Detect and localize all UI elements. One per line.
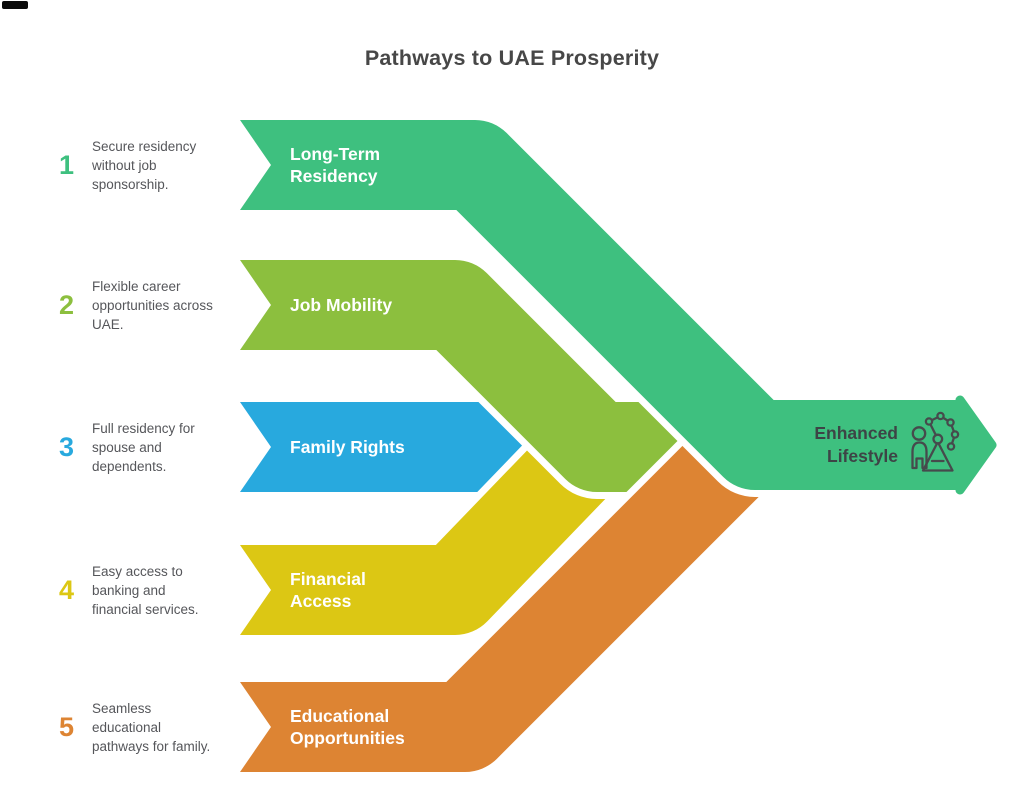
band-2-notch <box>240 260 296 350</box>
person-ferris-wheel-icon <box>911 411 960 472</box>
item-number-4: 4 <box>58 575 74 605</box>
wheel-pod <box>946 418 955 427</box>
final-arrow-tip <box>955 395 997 495</box>
band-label-2: Job Mobility <box>290 295 393 315</box>
band-4-ribbon <box>292 418 623 635</box>
band-1-ribbon <box>292 120 960 490</box>
wheel-pod <box>950 430 960 439</box>
band-label-1: Long-Term Residency <box>290 144 381 186</box>
outcome-label: Enhanced Lifestyle <box>814 423 898 466</box>
item-number-2: 2 <box>58 290 74 320</box>
person-head <box>911 426 927 441</box>
wheel-frame <box>921 440 954 472</box>
item-description-5: Seamless educational pathways for family… <box>92 701 211 754</box>
band-5-notch <box>240 682 296 772</box>
wheel-hub <box>932 433 944 445</box>
wheel-pod <box>946 442 956 451</box>
person-body <box>911 441 928 470</box>
band-label-5: Educational Opportunities <box>290 706 405 748</box>
item-description-1: Secure residency without job sponsorship… <box>92 139 197 192</box>
band-3-notch <box>240 402 296 492</box>
band-label-4: Financial Access <box>290 569 366 611</box>
item-number-1: 1 <box>58 150 74 180</box>
corner-bar <box>2 1 28 9</box>
band-label-3: Family Rights <box>290 437 405 457</box>
band-2-ribbon <box>292 260 685 492</box>
item-number-5: 5 <box>58 712 74 742</box>
wheel-pod <box>936 411 945 421</box>
band-5-ribbon <box>292 400 792 772</box>
band-1-notch <box>240 120 296 210</box>
band-4-notch <box>240 545 296 635</box>
page-title: Pathways to UAE Prosperity <box>364 46 660 70</box>
item-description-4: Easy access to banking and financial ser… <box>92 564 199 617</box>
wheel-pod <box>924 417 934 426</box>
item-description-3: Full residency for spouse and dependents… <box>92 421 195 474</box>
item-description-2: Flexible career opportunities across UAE… <box>92 279 213 332</box>
item-number-3: 3 <box>58 432 74 462</box>
